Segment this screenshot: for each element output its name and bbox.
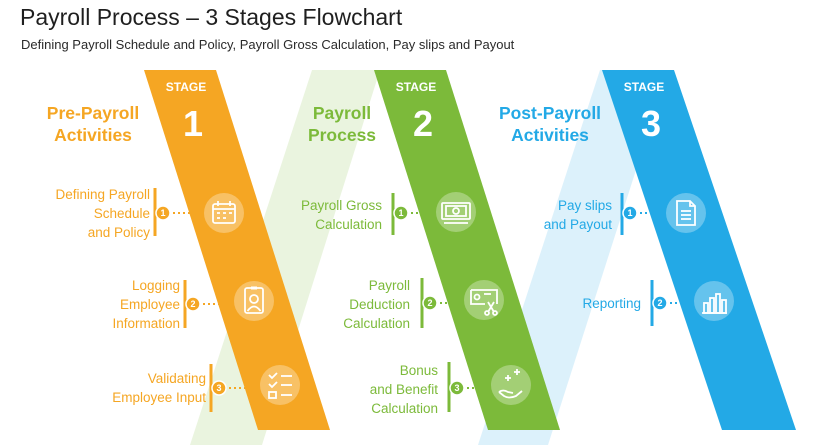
stage-1-step-2-label: Logging Employee Information (112, 278, 180, 331)
step-number: 1 (160, 208, 165, 218)
bar-chart-icon (702, 293, 727, 314)
stage-3-step-1 (620, 193, 706, 235)
step-number: 2 (190, 299, 195, 309)
stage-3-step-2-label: Reporting (582, 296, 641, 311)
stage-2-number: 2 (412, 103, 434, 144)
stage-band-1 (144, 70, 330, 430)
stage-2-label: STAGE (395, 80, 437, 94)
checklist-icon (268, 372, 292, 399)
stage-3-number: 3 (640, 103, 662, 144)
employee-id-icon (244, 286, 264, 314)
stage-1-step-2 (183, 280, 274, 328)
stage-2-step-3 (447, 362, 531, 412)
stage-band-3 (602, 70, 796, 430)
stage-band-2 (374, 70, 560, 430)
stage-3-label: STAGE (623, 80, 665, 94)
stage-1-label: STAGE (165, 80, 207, 94)
page-title: Payroll Process – 3 Stages Flowchart (20, 4, 403, 30)
stage-2-step-1-label: Payroll Gross Calculation (300, 198, 382, 232)
stage-1-step-1 (153, 188, 244, 236)
step-number: 2 (657, 298, 662, 308)
step-number: 3 (454, 383, 459, 393)
stage-1-step-3-label: Validating Employee Input (112, 371, 206, 405)
banknote-icon (441, 202, 471, 224)
step-number: 1 (398, 208, 403, 218)
deduction-icon (470, 289, 498, 316)
stage-2-step-3-label: Bonus and Benefit Calculation (369, 363, 438, 416)
stage-3-heading: Post-Payroll Activities (498, 103, 602, 145)
stage-2-step-1 (391, 192, 476, 235)
step-number: 3 (216, 383, 221, 393)
stage-2-heading: Payroll Process (307, 103, 377, 145)
stage-3-step-2 (650, 280, 734, 326)
step-number: 2 (427, 298, 432, 308)
page-subtitle: Defining Payroll Schedule and Policy, Pa… (21, 37, 515, 52)
stage-1-number: 1 (182, 103, 204, 144)
calendar-icon (212, 201, 236, 224)
stage-2-step-2-label: Payroll Deduction Calculation (343, 278, 410, 331)
stage-3-step-1-label: Pay slips and Payout (543, 198, 612, 232)
stage-1-step-1-label: Defining Payroll Schedule and Policy (55, 187, 150, 240)
hand-plus-icon (498, 369, 523, 399)
stage-1-step-3 (209, 364, 300, 412)
stage-1-heading: Pre-Payroll Activities (46, 103, 140, 145)
document-icon (676, 200, 696, 226)
stage-2-step-2 (420, 278, 504, 328)
step-number: 1 (627, 208, 632, 218)
